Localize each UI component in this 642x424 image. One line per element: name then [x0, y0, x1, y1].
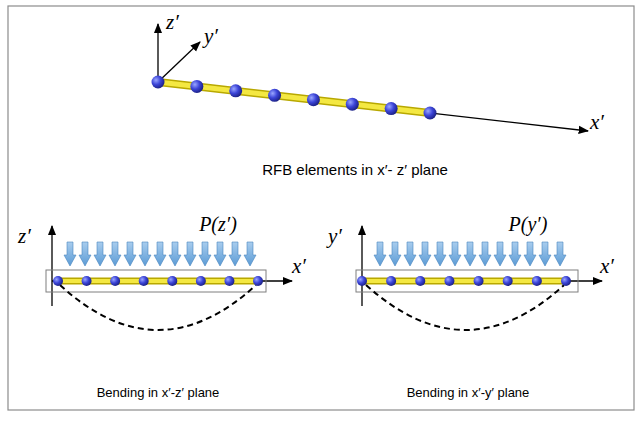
- load-arrow: [184, 242, 196, 266]
- load-arrow: [244, 242, 256, 266]
- axis-label: x′: [600, 256, 614, 277]
- load-arrow: [124, 242, 136, 266]
- load-arrow: [554, 242, 566, 266]
- node-sphere: [561, 276, 571, 286]
- load-arrow: [109, 242, 121, 266]
- node-sphere: [415, 276, 425, 286]
- node-sphere: [346, 98, 359, 111]
- rfb-beam: [152, 76, 437, 120]
- load-arrow: [539, 242, 551, 266]
- axis-label: x′: [292, 256, 306, 277]
- top-axes: [158, 24, 588, 131]
- axis-label: z′: [18, 226, 31, 247]
- load-arrow: [449, 242, 461, 266]
- load-arrow: [229, 242, 241, 266]
- axis-label: x′: [590, 112, 604, 133]
- node-sphere: [386, 276, 396, 286]
- node-sphere: [253, 276, 263, 286]
- axis-label: z′: [166, 12, 179, 33]
- load-arrow: [524, 242, 536, 266]
- load-arrow: [509, 242, 521, 266]
- node-sphere: [474, 276, 484, 286]
- load-label: P(y′): [509, 214, 548, 234]
- node-sphere: [53, 276, 63, 286]
- node-sphere: [357, 276, 367, 286]
- node-sphere: [385, 102, 398, 115]
- figure-caption: Bending in x′-z′ plane: [97, 386, 220, 399]
- load-arrow: [374, 242, 386, 266]
- load-arrow: [494, 242, 506, 266]
- load-arrow: [94, 242, 106, 266]
- load-arrow: [404, 242, 416, 266]
- load-arrow: [434, 242, 446, 266]
- node-sphere: [110, 276, 120, 286]
- load-arrow: [479, 242, 491, 266]
- node-sphere: [152, 76, 165, 89]
- bending-xz: [46, 226, 292, 330]
- bending-xy: [356, 226, 602, 330]
- node-sphere: [82, 276, 92, 286]
- axis-label: y′: [204, 26, 218, 47]
- node-sphere: [139, 276, 149, 286]
- figure-caption: Bending in x′-y′ plane: [407, 386, 530, 399]
- node-sphere: [532, 276, 542, 286]
- load-arrow: [199, 242, 211, 266]
- node-sphere: [503, 276, 513, 286]
- axis-label: y′: [328, 226, 342, 247]
- load-arrow: [154, 242, 166, 266]
- node-sphere: [307, 93, 320, 106]
- node-sphere: [190, 80, 203, 93]
- node-sphere: [444, 276, 454, 286]
- load-arrow: [139, 242, 151, 266]
- load-arrow: [64, 242, 76, 266]
- node-sphere: [167, 276, 177, 286]
- node-sphere: [424, 107, 437, 120]
- node-sphere: [229, 84, 242, 97]
- outer-frame: [8, 6, 634, 410]
- load-arrow: [419, 242, 431, 266]
- figure-caption: RFB elements in x′- z′ plane: [262, 162, 448, 177]
- load-arrow: [169, 242, 181, 266]
- load-arrow: [79, 242, 91, 266]
- load-arrow: [464, 242, 476, 266]
- load-arrow: [389, 242, 401, 266]
- node-sphere: [268, 89, 281, 102]
- load-label: P(z′): [199, 214, 237, 234]
- node-sphere: [224, 276, 234, 286]
- node-sphere: [196, 276, 206, 286]
- load-arrow: [214, 242, 226, 266]
